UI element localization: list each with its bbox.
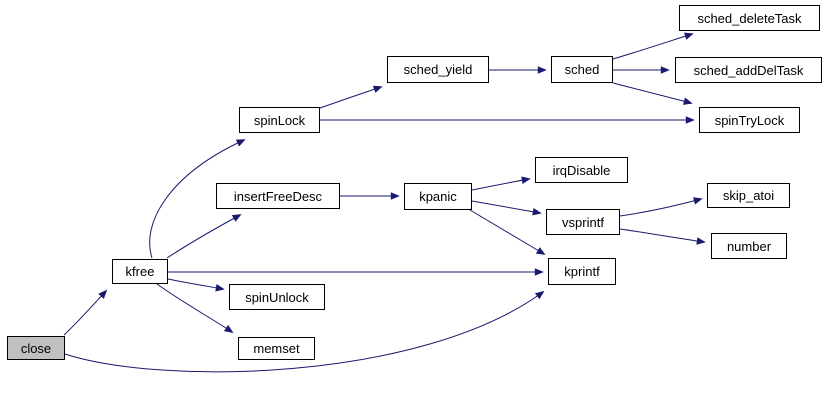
node-spinUnlock[interactable]: spinUnlock bbox=[229, 284, 325, 310]
node-label-irqDisable: irqDisable bbox=[552, 162, 611, 178]
node-close[interactable]: close bbox=[7, 336, 65, 360]
edge-close-to-kprintf bbox=[64, 290, 545, 373]
node-sched_deleteTask[interactable]: sched_deleteTask bbox=[679, 5, 820, 31]
node-irqDisable[interactable]: irqDisable bbox=[535, 157, 628, 183]
node-kprintf[interactable]: kprintf bbox=[548, 258, 616, 285]
node-label-kfree: kfree bbox=[125, 264, 155, 279]
node-vsprintf[interactable]: vsprintf bbox=[546, 209, 620, 235]
node-insertFreeDesc[interactable]: insertFreeDesc bbox=[216, 183, 340, 209]
edge-kfree-to-spinLock bbox=[149, 139, 246, 259]
node-label-kpanic: kpanic bbox=[419, 189, 457, 204]
edge-kpanic-to-irqDisable bbox=[471, 176, 531, 191]
node-kpanic[interactable]: kpanic bbox=[404, 183, 472, 210]
node-label-sched: sched bbox=[564, 62, 600, 77]
node-spinLock[interactable]: spinLock bbox=[239, 107, 320, 133]
node-label-sched_deleteTask: sched_deleteTask bbox=[697, 10, 802, 26]
node-label-sched_addDelTask: sched_addDelTask bbox=[693, 62, 804, 78]
node-label-skip_atoi: skip_atoi bbox=[722, 188, 775, 203]
edge-kfree-to-insertFreeDesc bbox=[166, 214, 242, 259]
node-label-close: close bbox=[20, 340, 52, 356]
node-label-insertFreeDesc: insertFreeDesc bbox=[233, 188, 323, 204]
node-label-spinTryLock: spinTryLock bbox=[714, 112, 785, 128]
node-skip_atoi[interactable]: skip_atoi bbox=[707, 183, 790, 208]
edge-kpanic-to-kprintf bbox=[469, 209, 546, 255]
edge-vsprintf-to-skip_atoi bbox=[619, 197, 703, 217]
node-sched[interactable]: sched bbox=[551, 56, 613, 83]
node-label-spinLock: spinLock bbox=[253, 112, 306, 128]
node-number[interactable]: number bbox=[711, 233, 787, 259]
node-label-kprintf: kprintf bbox=[564, 264, 600, 279]
node-label-vsprintf: vsprintf bbox=[562, 214, 604, 230]
edge-close-to-kfree bbox=[63, 289, 108, 336]
node-label-number: number bbox=[726, 238, 772, 254]
edge-vsprintf-to-number bbox=[619, 228, 706, 245]
node-memset[interactable]: memset bbox=[238, 337, 315, 360]
node-sched_yield[interactable]: sched_yield bbox=[387, 56, 489, 83]
edge-sched-to-spinTryLock bbox=[612, 82, 693, 105]
edge-kfree-to-spinUnlock bbox=[167, 278, 225, 292]
node-label-memset: memset bbox=[253, 341, 300, 356]
edge-sched-to-sched_deleteTask bbox=[612, 32, 694, 60]
node-kfree[interactable]: kfree bbox=[112, 259, 168, 284]
edge-spinLock-to-sched_yield bbox=[319, 85, 383, 109]
node-label-spinUnlock: spinUnlock bbox=[245, 289, 309, 305]
node-label-sched_yield: sched_yield bbox=[403, 62, 473, 77]
node-spinTryLock[interactable]: spinTryLock bbox=[699, 107, 800, 133]
node-sched_addDelTask[interactable]: sched_addDelTask bbox=[675, 57, 822, 83]
edge-kfree-to-memset bbox=[156, 283, 234, 333]
edge-kpanic-to-vsprintf bbox=[471, 200, 542, 216]
